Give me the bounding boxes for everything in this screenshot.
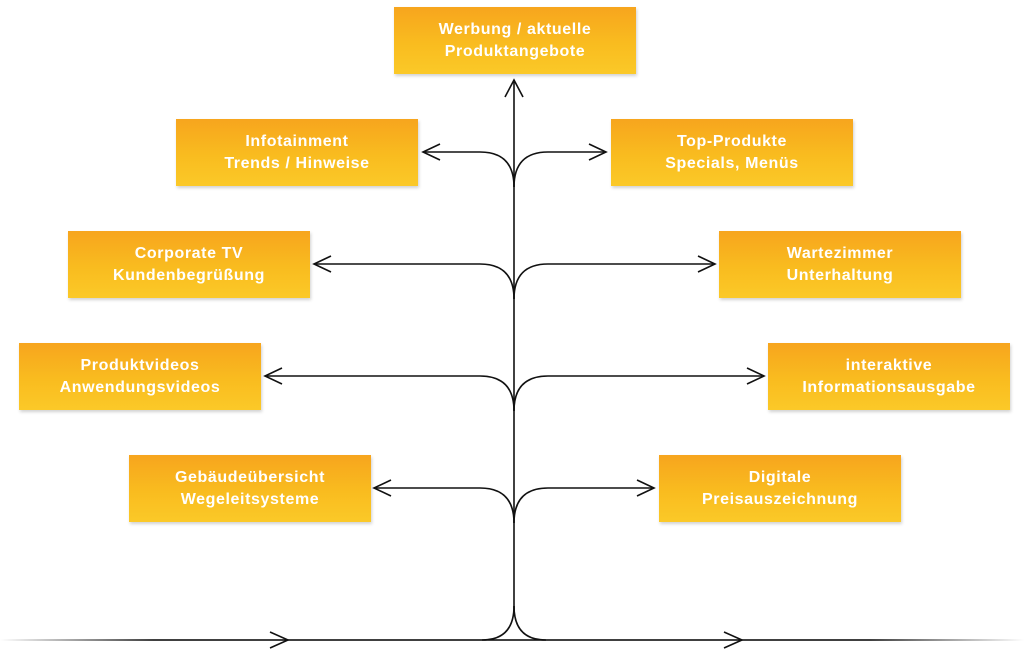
box-label-line2: Specials, Menüs [665,154,799,172]
base-curve-left [481,605,515,641]
box-label-line1: Infotainment [245,132,349,150]
branch-left-1 [424,151,515,188]
box-label-line2: Preisauszeichnung [701,490,859,508]
arrow-right-2 [697,255,717,273]
arrow-left-4 [372,479,392,497]
branch-left-3 [266,375,515,412]
branch-right-3 [513,375,763,412]
box-top-werbung: Werbung / aktuelle Produktangebote [394,7,636,74]
branch-right-1 [513,151,605,188]
branch-right-4 [513,487,653,524]
arrow-left-1 [421,143,441,161]
box-label-line2: Trends / Hinweise [224,154,370,172]
box-produktvideos: Produktvideos Anwendungsvideos [19,343,261,410]
box-label-line2: Informationsausgabe [802,378,976,396]
box-interaktive-info: interaktive Informationsausgabe [768,343,1010,410]
box-label-line1: Werbung / aktuelle [438,20,592,38]
box-label-line2: Anwendungsvideos [59,378,221,396]
box-wartezimmer: Wartezimmer Unterhaltung [719,231,961,298]
box-digitale-preisauszeichnung: Digitale Preisauszeichnung [659,455,901,522]
box-infotainment: Infotainment Trends / Hinweise [176,119,418,186]
box-top-produkte: Top-Produkte Specials, Menüs [611,119,853,186]
box-label-line1: Digitale [748,468,812,486]
box-label-line1: Corporate TV [134,244,244,262]
box-label-line1: interaktive [845,356,933,374]
branch-left-4 [375,487,515,524]
arrow-right-3 [746,367,766,385]
base-curve-right [513,605,547,641]
box-label-line1: Gebäudeübersicht [174,468,326,486]
box-label-line2: Produktangebote [444,42,586,60]
arrow-left-2 [312,255,332,273]
branch-right-2 [513,263,714,300]
box-label-line2: Wegeleitsysteme [180,490,320,508]
trunk-arrowhead [504,78,524,98]
arrow-left-3 [263,367,283,385]
box-label-line2: Unterhaltung [786,266,894,284]
box-corporate-tv: Corporate TV Kundenbegrüßung [68,231,310,298]
base-line [0,639,1024,641]
box-label-line2: Kundenbegrüßung [112,266,266,284]
box-label-line1: Top-Produkte [676,132,787,150]
arrow-right-4 [636,479,656,497]
branch-left-2 [315,263,515,300]
box-label-line1: Produktvideos [80,356,200,374]
box-label-line1: Wartezimmer [786,244,894,262]
box-gebaeudeuebersicht: Gebäudeübersicht Wegeleitsysteme [129,455,371,522]
arrow-right-1 [588,143,608,161]
